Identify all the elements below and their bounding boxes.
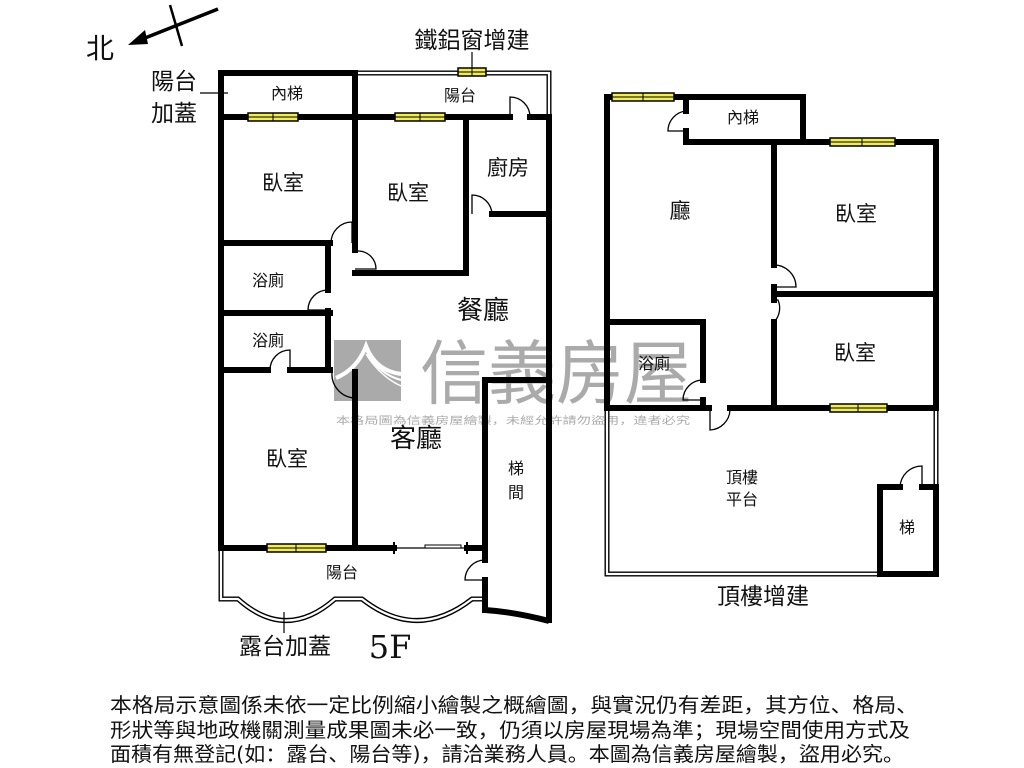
disclaimer-line-3: 面積有無登記(如：露台、陽台等)，請洽業務人員。本圖為信義房屋繪製，盜用必究。 xyxy=(110,742,904,766)
compass-cross-line xyxy=(168,4,184,47)
brand-logo-icon xyxy=(334,340,402,401)
room-bedroom-3: 臥室 xyxy=(266,447,308,471)
door-icon xyxy=(667,110,687,132)
room-kitchen: 廚房 xyxy=(487,156,529,180)
roof-room-stair: 梯 xyxy=(899,518,915,537)
door-icon xyxy=(899,465,923,488)
room-bedroom-2: 臥室 xyxy=(387,181,429,205)
compass: 北 xyxy=(86,4,219,65)
window-icon xyxy=(611,92,675,102)
window-icon xyxy=(247,112,299,122)
disclaimer-line-1: 本格局示意圖係未依一定比例縮小繪製之概繪圖，與實況仍有差距，其方位、格局、 xyxy=(110,693,918,717)
room-inner-stair: 內梯 xyxy=(271,84,303,103)
note-balcony-covered-line1: 陽台 xyxy=(151,69,197,95)
door-icon xyxy=(307,289,329,311)
room-dining-room: 餐廳 xyxy=(457,296,509,326)
door-icon xyxy=(269,349,291,371)
room-balcony-top: 陽台 xyxy=(444,86,476,105)
door-icon xyxy=(464,559,486,581)
roof-room-hall: 廳 xyxy=(670,199,691,223)
door-icon xyxy=(509,96,531,118)
door-icon xyxy=(773,264,797,288)
disclaimer-line-2: 形狀等與地政機關測量成果圖未必一致，仍須以房屋現場為準；現場空間使用方式及 xyxy=(110,718,910,742)
door-icon xyxy=(773,299,781,323)
north-arrowhead-icon xyxy=(128,30,148,45)
plan-rooftop: 內梯 廳 臥室 臥室 浴廁 頂樓 平台 梯 頂樓增建 xyxy=(604,92,939,610)
door-icon xyxy=(355,250,377,270)
plan-5f: 鐵鋁窗增建 陽台 加蓋 露台加蓋 5F 內梯 陽台 臥室 臥室 廚房 浴廁 餐廳… xyxy=(151,28,552,666)
floor-label: 5F xyxy=(369,628,412,666)
window-icon xyxy=(394,112,446,122)
window-icon xyxy=(266,543,327,553)
rooftop-title: 頂樓增建 xyxy=(717,584,809,610)
room-stairwell-line1: 梯 xyxy=(508,459,524,478)
watermark-brand: 信義房屋 xyxy=(420,333,692,415)
north-arrow-icon xyxy=(139,7,219,42)
door-icon xyxy=(331,371,355,399)
room-bathroom-1: 浴廁 xyxy=(252,271,284,290)
roof-room-terrace-line1: 頂樓 xyxy=(726,468,758,487)
door-icon xyxy=(330,221,353,244)
roof-room-inner-stair: 內梯 xyxy=(727,108,759,127)
note-terrace-covered: 露台加蓋 xyxy=(239,634,331,660)
roof-room-bedroom-2: 臥室 xyxy=(834,341,876,365)
note-iron-window-addition: 鐵鋁窗增建 xyxy=(415,28,530,54)
room-bathroom-2: 浴廁 xyxy=(252,331,284,350)
room-balcony-bottom: 陽台 xyxy=(326,563,358,582)
roof-room-bathroom: 浴廁 xyxy=(638,354,670,373)
room-bedroom-1: 臥室 xyxy=(262,171,304,195)
room-living-room: 客廳 xyxy=(390,424,442,454)
window-icon xyxy=(457,67,487,77)
watermark: 信義房屋 本格局圖為信義房屋繪製，未經允許請勿盜用，違者必究 xyxy=(334,333,692,427)
roof-room-bedroom-1: 臥室 xyxy=(835,202,877,226)
watermark-notice: 本格局圖為信義房屋繪製，未經允許請勿盜用，違者必究 xyxy=(336,414,690,427)
window-icon xyxy=(829,137,896,147)
room-stairwell-line2: 間 xyxy=(508,483,524,502)
window-icon xyxy=(829,403,888,413)
north-label: 北 xyxy=(86,32,114,65)
roof-room-terrace-line2: 平台 xyxy=(726,490,758,509)
door-icon xyxy=(682,379,704,401)
note-balcony-covered-line2: 加蓋 xyxy=(151,101,197,127)
sliding-door xyxy=(393,542,468,554)
door-icon xyxy=(709,408,731,431)
door-icon xyxy=(471,194,493,215)
disclaimer: 本格局示意圖係未依一定比例縮小繪製之概繪圖，與實況仍有差距，其方位、格局、 形狀… xyxy=(110,693,918,766)
